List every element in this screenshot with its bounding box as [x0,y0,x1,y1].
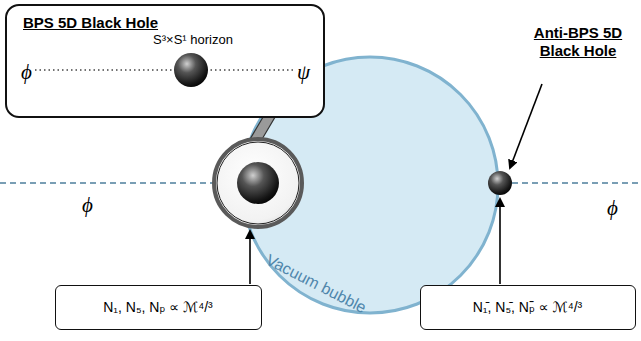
black-hole-sphere [174,53,208,87]
charge-box: N₁̄, N₅̄, Nₚ̄ ∝ ℳ⁴/³ [420,285,636,330]
charge-formula: N₁, N₅, Nₚ ∝ ℳ⁴/³ [103,299,213,315]
magnifier-lens [214,139,302,227]
psi-symbol: ψ [297,60,310,85]
phi-axis [0,182,214,184]
horizon-label: S³×S¹ horizon [153,32,233,47]
phi-axis [512,182,641,184]
pointer-arrow [499,199,501,284]
anti-bps-label: Anti-BPS 5D Black Hole [522,24,634,60]
phi-symbol: ϕ [82,193,93,218]
pointer-arrow [510,84,542,168]
charge-formula: N₁̄, N₅̄, Nₚ̄ ∝ ℳ⁴/³ [473,299,583,315]
anti-bps-black-hole [488,171,512,195]
pointer-arrow [249,231,251,284]
magnifier-rim [217,142,299,224]
bps-black-hole [237,162,279,204]
phi-symbol: ϕ [21,60,32,85]
callout-title: BPS 5D Black Hole [23,14,158,31]
callout-box: BPS 5D Black HoleS³×S¹ horizon ϕ ψ [5,4,325,118]
charge-box: N₁, N₅, Nₚ ∝ ℳ⁴/³ [55,285,262,330]
dotted-axis [35,69,293,71]
phi-symbol: ϕ [607,196,618,221]
